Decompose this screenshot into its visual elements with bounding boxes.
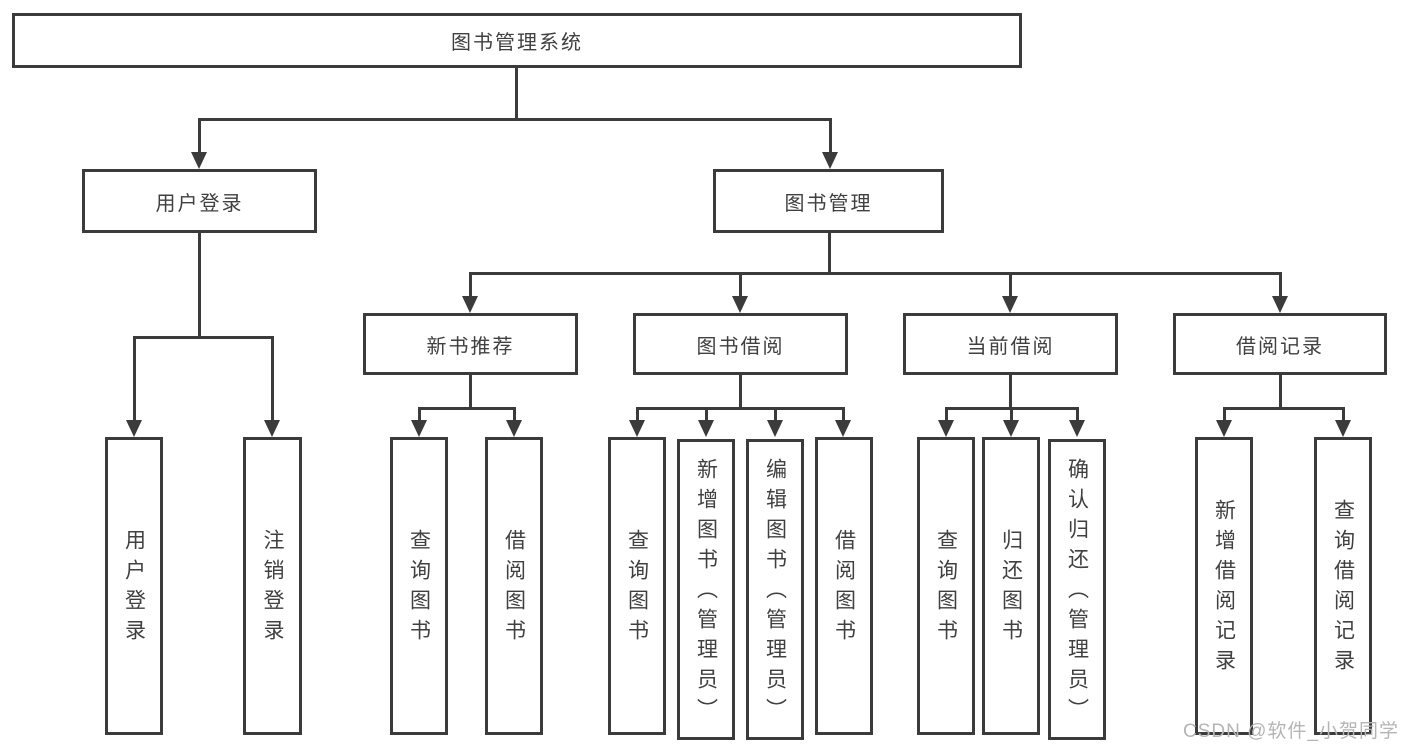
connector-user-login-drop — [198, 118, 201, 152]
connector-root-stem — [515, 68, 518, 118]
arrowhead-book-mgmt — [822, 152, 838, 169]
connector-book-mgmt-drop — [829, 118, 832, 152]
leaf-add-borrow-record: 新增借阅记录 — [1195, 437, 1253, 735]
connector-leaf-drop — [418, 407, 421, 420]
connector-user-login-hbar — [133, 336, 274, 339]
connector-book-borrow-stem — [739, 375, 742, 407]
leaf-borrow-books-recommend: 借阅图书 — [485, 437, 543, 735]
connector-login-leaf-drop — [133, 336, 136, 420]
connector-root-hbar — [198, 118, 831, 121]
connector-user-login-stem — [198, 233, 201, 336]
arrowhead-leaf — [767, 420, 783, 437]
arrowhead-leaf — [835, 420, 851, 437]
connector-leaf-drop — [1342, 407, 1345, 420]
leaf-query-books-current: 查询图书 — [917, 437, 975, 735]
arrowhead-leaf — [938, 420, 954, 437]
connector-leaf-drop — [842, 407, 845, 420]
leaf-confirm-return-admin: 确认归还（管理员） — [1048, 439, 1106, 740]
connector-leaf-drop — [1076, 407, 1079, 420]
leaf-add-books-admin: 新增图书（管理员） — [677, 439, 735, 740]
connector-leaf-drop — [705, 407, 708, 420]
csdn-watermark: CSDN @软件_小贺同学 — [1183, 721, 1399, 742]
leaf-return-books: 归还图书 — [982, 437, 1040, 735]
arrowhead-login-leaf — [126, 420, 142, 437]
node-new-book-recommend: 新书推荐 — [363, 313, 578, 375]
connector-book-borrow-hbar — [636, 407, 845, 410]
node-library-management-system: 图书管理系统 — [12, 13, 1022, 68]
connector-leaf-drop — [1223, 407, 1226, 420]
node-user-login: 用户登录 — [82, 169, 317, 233]
node-book-borrowing: 图书借阅 — [633, 313, 848, 375]
connector-borrow-records-hbar — [1223, 407, 1345, 410]
arrowhead-leaf — [1003, 420, 1019, 437]
leaf-edit-books-admin: 编辑图书（管理员） — [746, 439, 804, 740]
arrowhead-borrow-records — [1272, 296, 1288, 313]
arrowhead-user-login — [191, 152, 207, 169]
arrowhead-leaf — [411, 420, 427, 437]
leaf-query-books-borrowing: 查询图书 — [608, 437, 666, 735]
arrowhead-leaf — [506, 420, 522, 437]
leaf-query-books-recommend: 查询图书 — [390, 437, 448, 735]
node-borrowing-records: 借阅记录 — [1173, 313, 1387, 375]
connector-book-mgmt-stem — [828, 233, 831, 272]
connector-leaf-drop — [774, 407, 777, 420]
arrowhead-new-books — [462, 296, 478, 313]
connector-leaf-drop — [636, 407, 639, 420]
connector-new-books-drop — [469, 272, 472, 296]
connector-logout-leaf-drop — [271, 336, 274, 420]
arrowhead-leaf — [1069, 420, 1085, 437]
connector-book-mgmt-hbar — [469, 272, 1281, 275]
connector-current-borrow-stem — [1009, 375, 1012, 407]
connector-borrow-records-stem — [1279, 375, 1282, 407]
arrowhead-leaf — [629, 420, 645, 437]
arrowhead-current-borrow — [1002, 296, 1018, 313]
arrowhead-leaf — [698, 420, 714, 437]
connector-new-books-hbar — [418, 407, 516, 410]
connector-leaf-drop — [1010, 407, 1013, 420]
node-current-borrowing: 当前借阅 — [903, 313, 1118, 375]
connector-leaf-drop — [513, 407, 516, 420]
leaf-query-borrow-record: 查询借阅记录 — [1314, 437, 1372, 735]
arrowhead-book-borrow — [732, 296, 748, 313]
connector-book-borrow-drop — [739, 272, 742, 296]
leaf-logout: 注销登录 — [243, 437, 302, 735]
connector-current-borrow-drop — [1009, 272, 1012, 296]
leaf-user-login: 用户登录 — [105, 437, 163, 735]
leaf-borrow-books-borrowing: 借阅图书 — [815, 437, 873, 735]
connector-new-books-stem — [469, 375, 472, 407]
arrowhead-leaf — [1216, 420, 1232, 437]
connector-leaf-drop — [945, 407, 948, 420]
connector-borrow-records-drop — [1279, 272, 1282, 296]
arrowhead-logout-leaf — [264, 420, 280, 437]
node-book-management: 图书管理 — [713, 169, 944, 233]
arrowhead-leaf — [1335, 420, 1351, 437]
